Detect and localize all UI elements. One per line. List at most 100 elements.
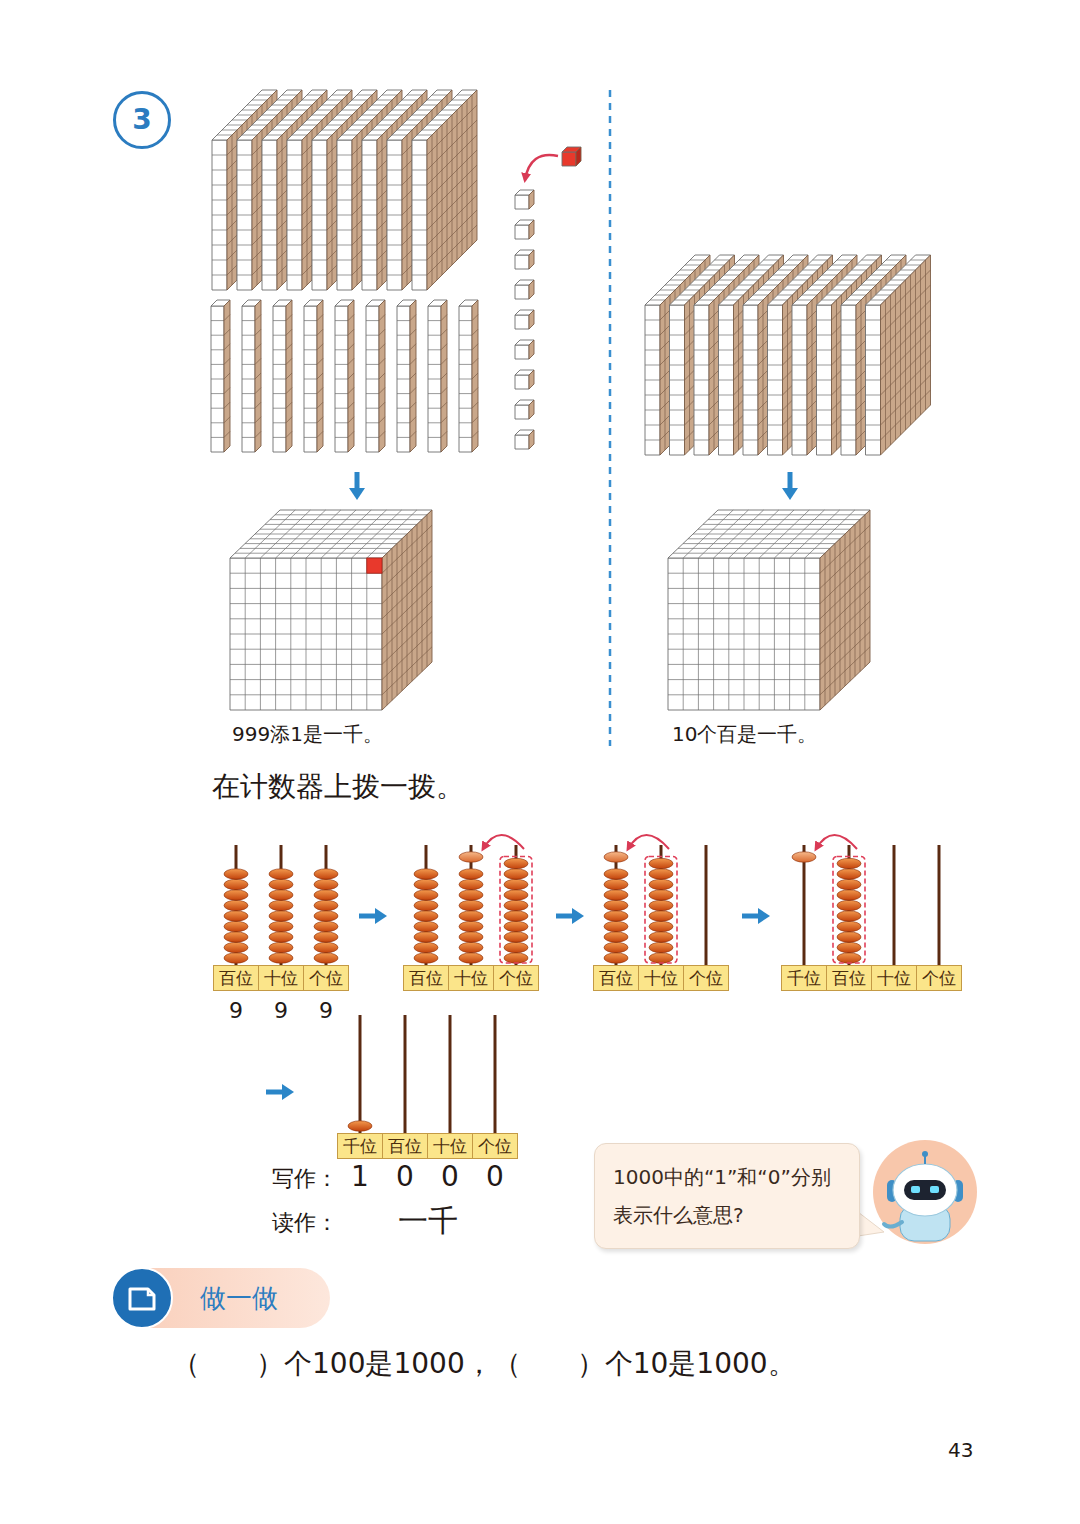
grid-line [312,155,327,156]
digit-label: 0 [432,1160,468,1194]
grid-line [362,230,377,231]
grid-line [886,260,901,261]
grid-line [410,431,416,437]
grid-line [694,425,709,426]
grid-line [459,335,472,336]
grid-line [317,315,323,321]
abacus-rod [938,845,941,965]
grid-line [820,571,870,619]
grid-line [841,350,856,351]
grid-line [312,275,327,276]
grid-line [372,130,387,131]
grid-line [428,349,441,350]
abacus-bead [269,953,293,963]
grid-line [252,100,267,101]
grid-line [459,364,472,365]
grid-line [472,373,478,379]
grid-line [896,275,911,276]
icon-circle [112,1268,172,1328]
abacus-bead [314,879,338,889]
abacus-bead [504,953,528,963]
grid-line [287,200,302,201]
grid-line [881,330,931,380]
abacus-bead [792,852,816,862]
block-side [382,510,432,710]
grid-line [678,548,830,549]
place-value-cell: 十位 [258,965,304,991]
grid-line [432,120,447,121]
grid-line [237,170,252,171]
grid-line [337,275,352,276]
block-front [515,255,529,269]
grid-line [257,120,272,121]
grid-line [792,410,807,411]
text-label: （ ）个100是1000，（ ）个10是1000。 [172,1347,796,1381]
grid-line [407,95,422,96]
dashed-box [645,857,677,964]
grid-line [348,315,354,321]
grid-line [472,417,478,423]
grid-line [820,525,870,573]
grid-line [881,375,931,425]
grid-line [719,320,734,321]
grid-line [237,245,252,246]
grid-line [842,280,857,281]
blue-arrow-shaft [556,914,574,919]
grid-line [412,200,427,201]
blue-arrow-shaft [266,1090,284,1095]
grid-line [724,275,739,276]
grid-line [212,230,227,231]
grid-line [428,335,441,336]
grid-line [797,300,812,301]
grid-line [670,335,685,336]
grid-line [362,185,377,186]
grid-line [362,275,377,276]
grid-line [397,349,410,350]
grid-line [703,524,855,525]
grid-line [866,350,881,351]
grid-line [211,335,224,336]
block-side [255,300,261,452]
grid-line [260,529,412,530]
grid-line [304,379,317,380]
abacus-bead [504,942,528,952]
place-value-cell: 个位 [472,1133,518,1159]
block-front [645,305,660,455]
grid-line [891,280,906,281]
grid-line [242,364,255,365]
abacus-bead [414,911,438,921]
grid-line [768,350,783,351]
grid-line [348,388,354,394]
block-front [515,315,529,329]
grid-line [668,573,820,574]
grid-line [366,349,379,350]
grid-line [273,422,286,423]
place-value-cell: 百位 [382,1133,428,1159]
grid-line [212,215,227,216]
grid-line [841,425,856,426]
grid-line [768,280,783,281]
block-front [515,345,529,359]
grid-line [906,265,921,266]
abacus-rod [449,1015,452,1133]
grid-line [773,275,788,276]
grid-line [694,365,709,366]
grid-line [422,105,437,106]
grid-line [693,534,845,535]
grid-line [673,553,825,554]
place-value-cell: 百位 [213,965,259,991]
grid-line [645,440,660,441]
abacus-bead [224,953,248,963]
grid-line [335,379,348,380]
grid-line [382,120,397,121]
grid-line [211,437,224,438]
grid-line [428,320,441,321]
grid-line [841,365,856,366]
grid-line [366,437,379,438]
place-value-cell: 个位 [493,965,539,991]
grid-line [655,295,670,296]
grid-line [307,120,322,121]
grid-line [827,295,842,296]
grid-line [237,185,252,186]
abacus-bead [269,900,293,910]
